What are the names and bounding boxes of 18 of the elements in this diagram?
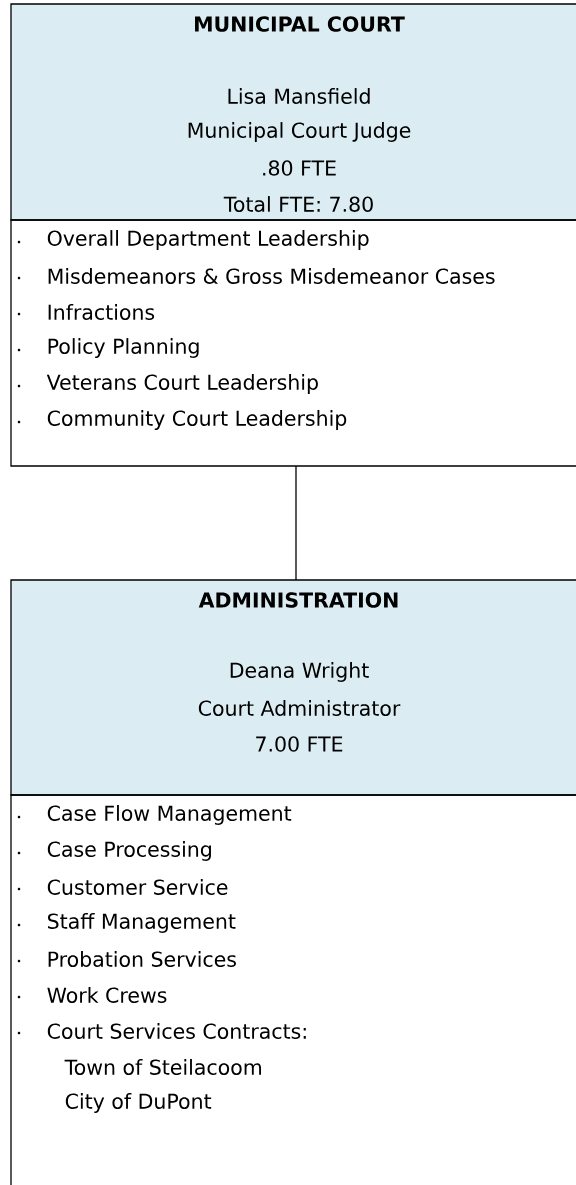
list-item: Town of Steilacoom bbox=[64, 1059, 261, 1075]
bullet-item: Infractions bbox=[17, 304, 155, 320]
header-box: MUNICIPAL COURT Lisa Mansfield Municipal Court Judge .80 FTE Total FTE: 7.80 bbox=[10, 3, 576, 221]
bullet-item: Probation Services bbox=[17, 951, 236, 967]
bullet-item: Community Court Leadership bbox=[17, 410, 347, 430]
bullet-item: Customer Service bbox=[17, 879, 228, 895]
bullet-item: Misdemeanors & Gross Misdemeanor Cases bbox=[17, 268, 495, 284]
bullet-item: Court Services Contracts: bbox=[17, 1023, 306, 1039]
list-item: City of DuPont bbox=[65, 1093, 212, 1113]
bullet-item: Case Processing bbox=[17, 841, 211, 861]
bullet-item: Policy Planning bbox=[17, 338, 199, 358]
bullet-item: Case Flow Management bbox=[17, 805, 292, 825]
bullet-item: Overall Department Leadership bbox=[17, 230, 369, 250]
bullet-item: Work Crews bbox=[17, 987, 167, 1003]
connector-line bbox=[295, 465, 297, 581]
bullet-item: Veterans Court Leadership bbox=[17, 374, 318, 394]
header-box: ADMINISTRATION Deana Wright Court Administrator 7.00 FTE bbox=[10, 579, 576, 796]
bullet-item: Staff Management bbox=[17, 913, 236, 933]
